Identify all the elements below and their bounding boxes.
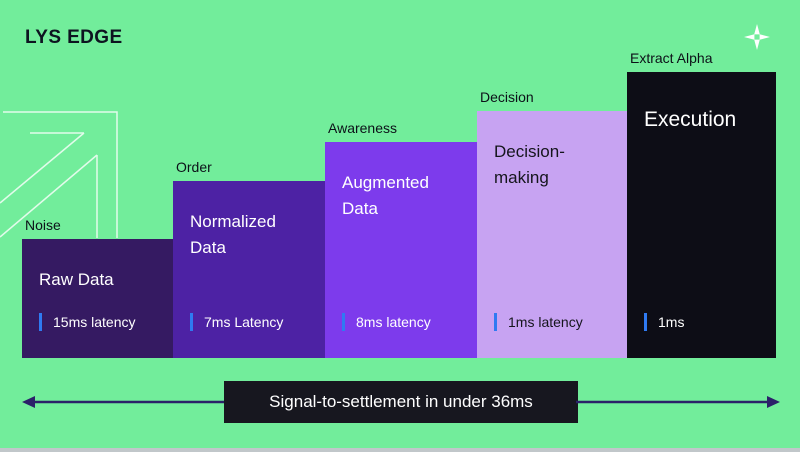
latency-row: 7ms Latency [190, 313, 283, 331]
page-title: LYS EDGE [25, 27, 123, 48]
stage-normalized-data: Order Normalized Data 7ms Latency [173, 159, 325, 358]
stage-title: Execution [644, 108, 737, 131]
stage-raw-data: Noise Raw Data 15ms latency [22, 217, 173, 358]
stage-title: Raw Data [39, 270, 114, 289]
summary-banner: Signal-to-settlement in under 36ms [224, 381, 578, 423]
stage-label: Noise [25, 217, 61, 233]
latency-row: 15ms latency [39, 313, 135, 331]
stage-execution: Extract Alpha Execution 1ms [627, 50, 776, 358]
stage-label: Awareness [328, 120, 398, 136]
latency-tick-icon [494, 313, 497, 331]
sparkle-icon [744, 24, 770, 50]
stage-label: Decision [480, 89, 534, 105]
bottom-edge-strip [0, 448, 800, 452]
stage-bar: Augmented Data 8ms latency [325, 142, 477, 358]
stage-bar: Execution 1ms [627, 72, 776, 358]
stage-decision-making: Decision Decision-making 1ms latency [477, 89, 627, 358]
latency-tick-icon [39, 313, 42, 331]
latency-tick-icon [342, 313, 345, 331]
stage-label: Order [176, 159, 212, 175]
stage-bar: Raw Data 15ms latency [22, 239, 173, 358]
stage-label: Extract Alpha [630, 50, 713, 66]
left-arrow-icon [22, 396, 226, 408]
stage-title: Augmented Data [342, 173, 429, 218]
latency-row: 1ms latency [494, 313, 583, 331]
stage-title: Normalized Data [190, 212, 276, 257]
stage-title: Decision-making [494, 142, 565, 187]
stage-augmented-data: Awareness Augmented Data 8ms latency [325, 120, 477, 358]
latency-value: 7ms Latency [204, 314, 284, 330]
stage-bar: Decision-making 1ms latency [477, 111, 627, 358]
latency-tick-icon [190, 313, 193, 331]
right-arrow-icon [576, 396, 780, 408]
latency-value: 15ms latency [53, 314, 136, 330]
latency-value: 8ms latency [356, 314, 431, 330]
latency-row: 8ms latency [342, 313, 431, 331]
latency-tick-icon [644, 313, 647, 331]
decor-outline-arrow [0, 111, 118, 238]
latency-value: 1ms latency [508, 314, 583, 330]
latency-value: 1ms [658, 314, 685, 330]
latency-row: 1ms [644, 313, 684, 331]
stage-bar: Normalized Data 7ms Latency [173, 181, 325, 358]
